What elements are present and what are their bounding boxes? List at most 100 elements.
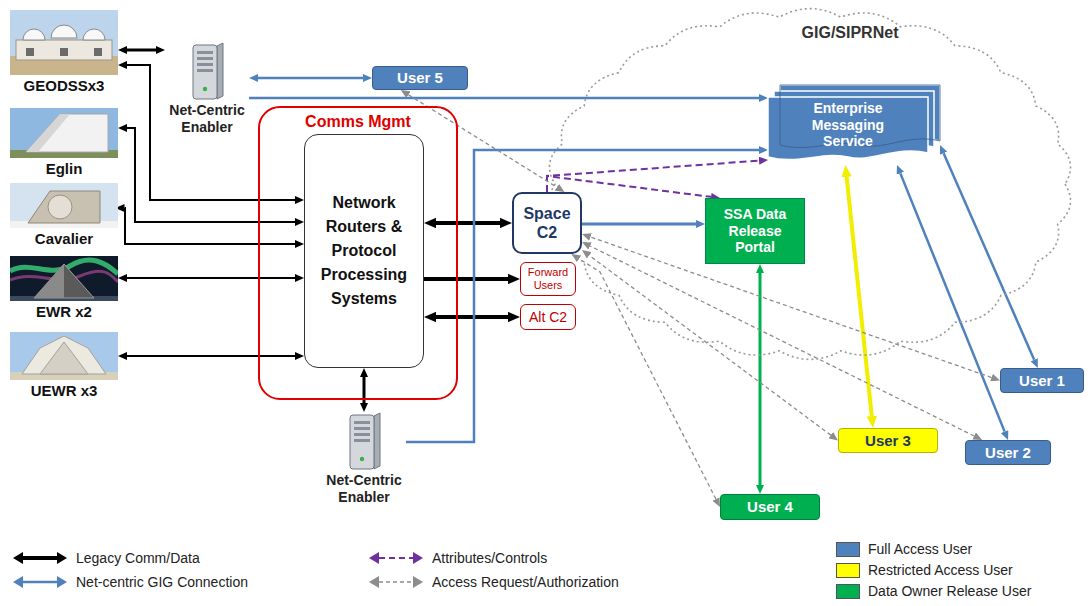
box-label: SSA Data Release Portal: [710, 206, 800, 256]
legend-arrow-head: [13, 576, 23, 588]
radar-face: [48, 195, 72, 219]
legend-line: [379, 557, 413, 559]
c2-box: Space C2: [512, 192, 582, 254]
connector: [406, 150, 759, 442]
door: [60, 48, 68, 56]
connector: [127, 355, 295, 357]
network-cloud: GIG/SIPRNetEnterprise Messaging ServiceS…: [525, 2, 1075, 367]
legend-label: Data Owner Release User: [868, 583, 1031, 599]
user-box: User 5: [372, 66, 468, 90]
building: [16, 40, 112, 60]
legend-entry: Net-centric GIG Connection: [12, 574, 248, 590]
door: [94, 48, 102, 56]
server-icon: [189, 42, 225, 100]
server-slot: [354, 427, 370, 430]
connector: [125, 208, 296, 244]
server-slot: [197, 57, 213, 60]
box-label: User 3: [865, 432, 911, 449]
text-area: Enterprise Messaging Service: [768, 97, 928, 153]
legend-entry: Access Request/Authorization: [368, 574, 619, 590]
server-side: [217, 43, 223, 99]
connector: [127, 49, 156, 52]
server-label: Net-Centric Enabler: [322, 472, 406, 506]
site-photo: [10, 183, 118, 228]
portal-box: SSA Data Release Portal: [705, 198, 805, 264]
user-box: User 2: [965, 440, 1051, 465]
sky: [10, 183, 118, 228]
site-label: Eglin: [10, 160, 118, 177]
connector: [900, 173, 1004, 431]
site-label: UEWR x3: [10, 382, 118, 399]
cloud-outline-path: [549, 9, 1070, 360]
radar-face: [26, 114, 70, 152]
legend-arrow-head: [57, 576, 67, 588]
legend-arrow-head: [57, 552, 67, 564]
legend-swatch: [836, 563, 860, 578]
connector: [582, 223, 696, 226]
dome: [83, 29, 105, 40]
legend-label: Net-centric GIG Connection: [76, 574, 248, 590]
server-led: [360, 457, 364, 461]
legend-line: [379, 581, 413, 583]
radar-building: [22, 336, 106, 374]
sky: [10, 108, 118, 158]
server-node: Net-Centric Enabler: [165, 42, 249, 136]
sky: [10, 10, 118, 75]
box-label: User 1: [1019, 372, 1065, 389]
connector: [249, 97, 759, 100]
server-slot: [354, 433, 370, 436]
legend-line: [23, 556, 57, 560]
box-label: User 5: [397, 69, 443, 86]
server-node: Net-Centric Enabler: [322, 412, 406, 506]
legend-arrow-head: [369, 576, 379, 588]
legend-arrow-head: [413, 576, 423, 588]
connector: [127, 128, 295, 222]
legend-entry: Restricted Access User: [836, 562, 1013, 578]
legend-entry: Legacy Comm/Data: [12, 550, 200, 566]
box-label: Network Routers & Protocol Processing Sy…: [311, 191, 417, 311]
pyramid-face: [34, 264, 64, 298]
legend-label: Legacy Comm/Data: [76, 550, 200, 566]
box-label: Forward Users: [523, 266, 573, 291]
connector: [547, 161, 759, 192]
server-side: [374, 413, 380, 469]
server-slot: [354, 439, 370, 442]
comms-group: Comms MgmtNetwork Routers & Protocol Pro…: [258, 106, 458, 400]
site-photo: [10, 256, 118, 301]
service-label: Enterprise Messaging Service: [796, 100, 900, 150]
site-node: EWR x2: [10, 256, 118, 320]
legend-swatch: [836, 542, 860, 557]
legend-label: Access Request/Authorization: [432, 574, 619, 590]
connector: [408, 95, 556, 187]
sky: [10, 332, 118, 380]
site-label: Cavalier: [10, 230, 118, 247]
site-photo: [10, 10, 118, 75]
server-slot: [197, 69, 213, 72]
legend-label: Attributes/Controls: [432, 550, 547, 566]
legend-line-sample: [368, 574, 424, 590]
radar-building: [26, 114, 108, 152]
legend-arrow-head: [13, 552, 23, 564]
legend-line-sample: [12, 574, 68, 590]
document-page: [768, 97, 928, 160]
server-label: Net-Centric Enabler: [165, 102, 249, 136]
site-label: EWR x2: [10, 303, 118, 320]
server-slot: [197, 63, 213, 66]
server-slot: [197, 51, 213, 54]
legend-label: Full Access User: [868, 541, 972, 557]
radar-face: [40, 342, 88, 374]
connector: [436, 221, 500, 225]
box-label: User 4: [747, 498, 793, 515]
site-label: GEODSSx3: [10, 77, 118, 94]
server-slot: [354, 421, 370, 424]
night-sky: [10, 256, 118, 301]
connector: [847, 177, 872, 416]
legend-arrow-head: [369, 552, 379, 564]
legend-line: [23, 581, 57, 584]
router-box: Network Routers & Protocol Processing Sy…: [304, 134, 424, 368]
server-led: [203, 87, 207, 91]
site-photo: [10, 108, 118, 158]
legend-label: Restricted Access User: [868, 562, 1013, 578]
dome: [23, 29, 45, 40]
